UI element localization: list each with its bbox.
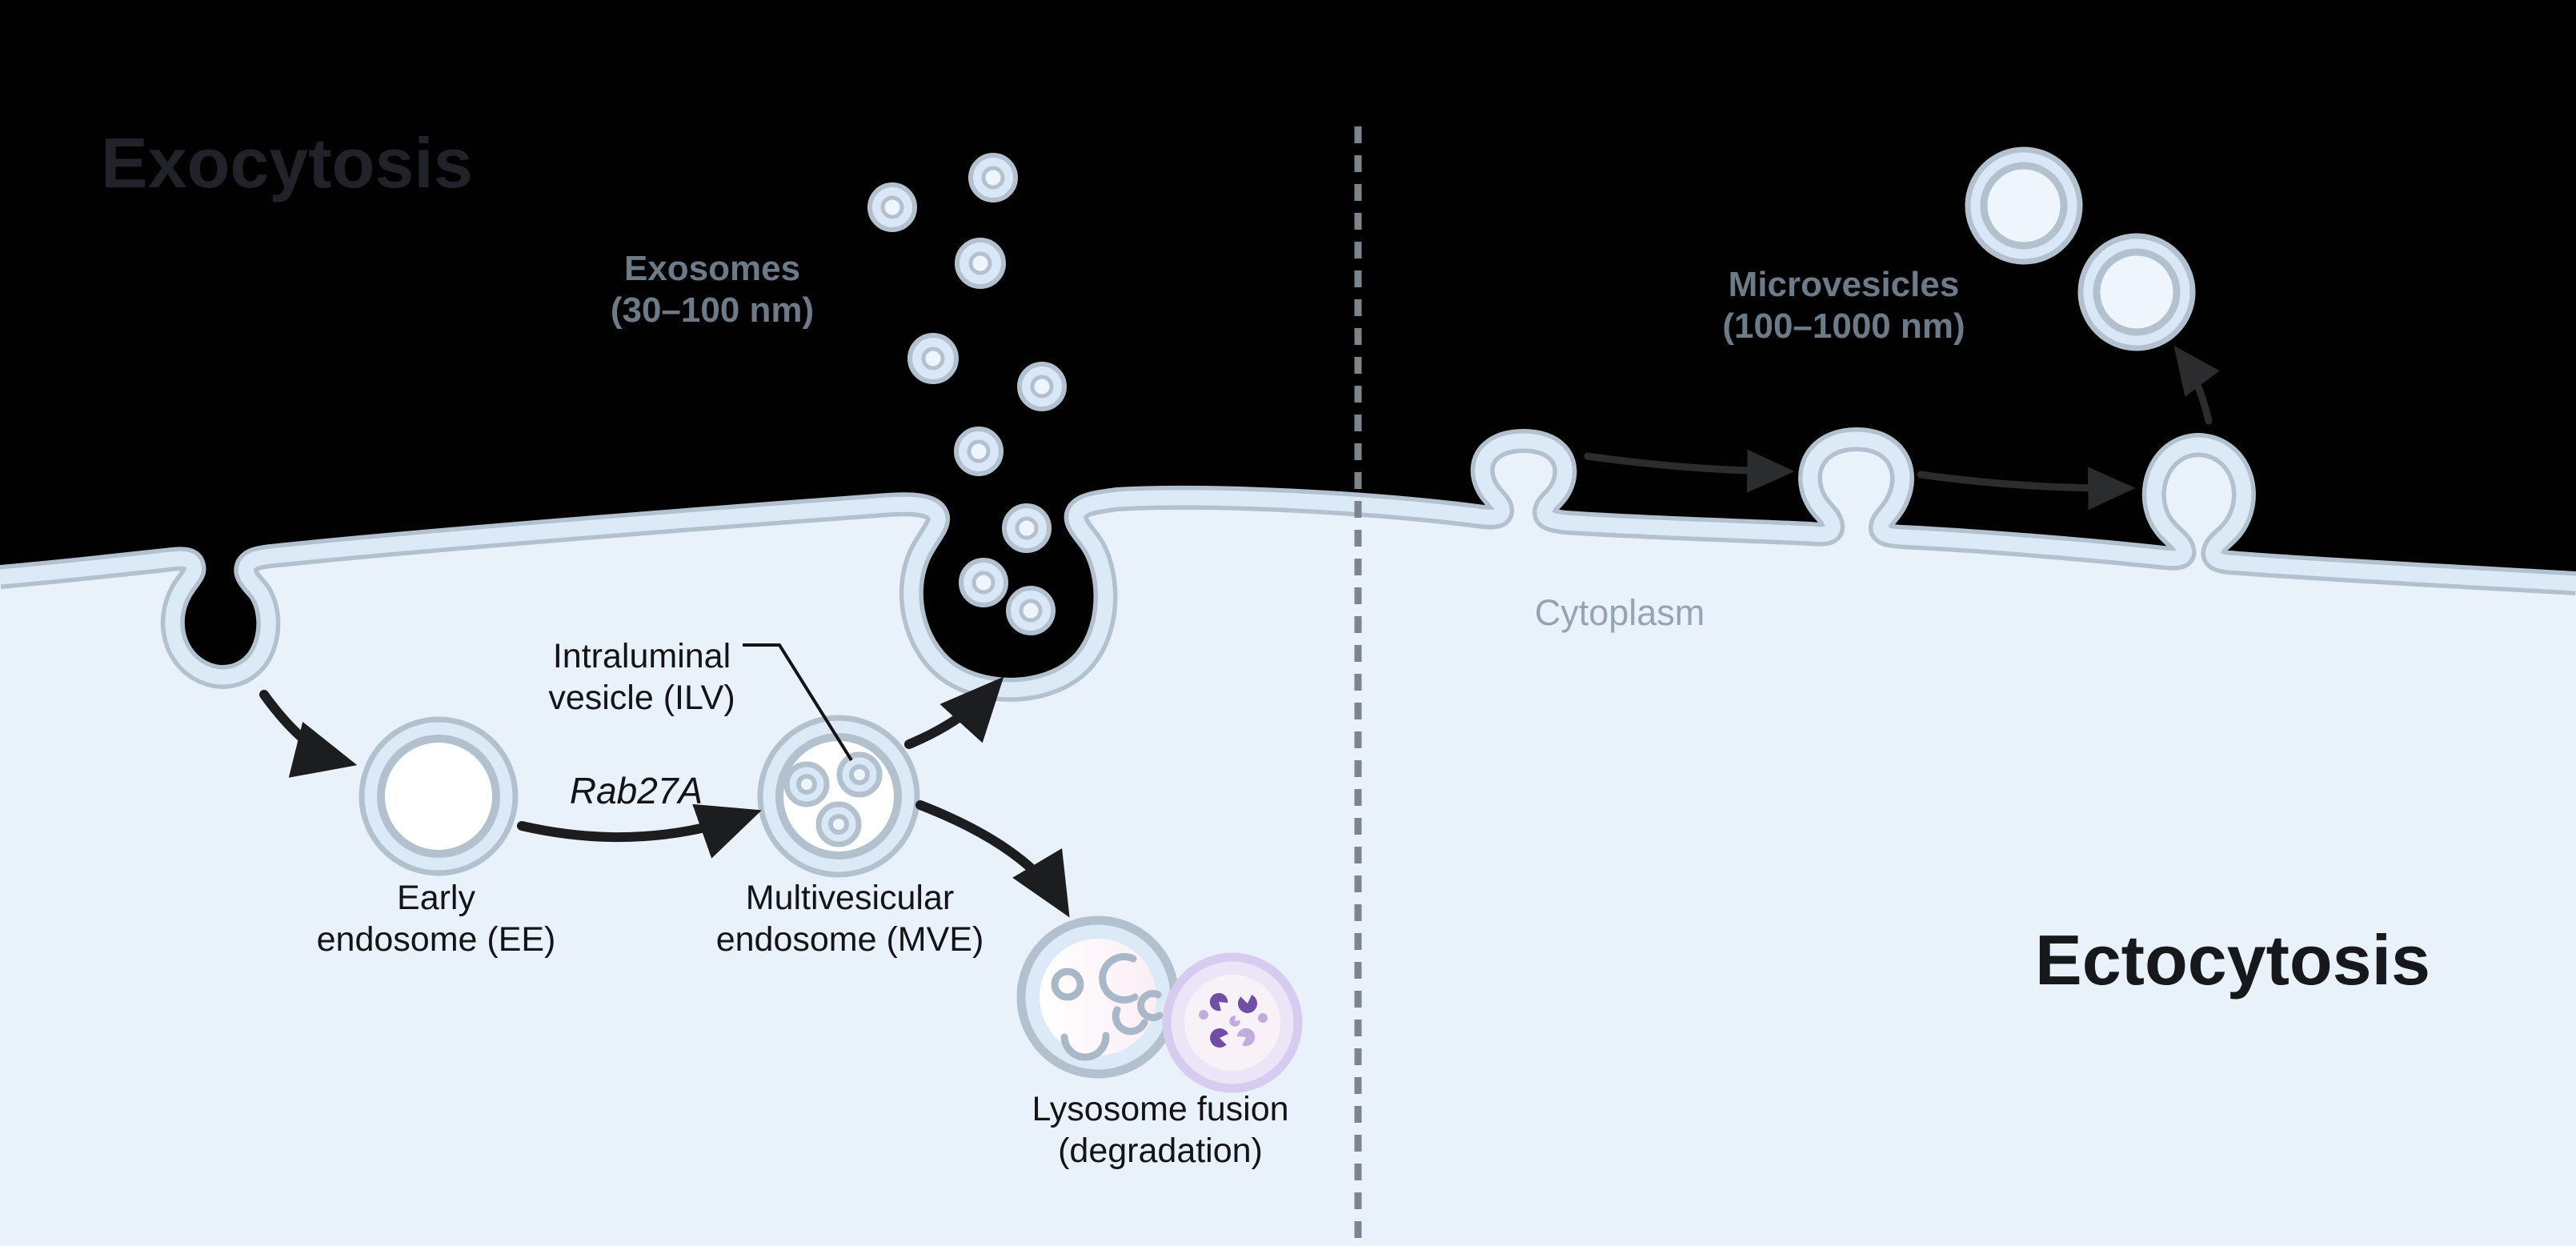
arrow-rab27a-ee-to-mve bbox=[517, 803, 762, 859]
leader-line-ilv bbox=[743, 643, 853, 762]
arrow-endocytosis-to-ee bbox=[259, 690, 358, 778]
microvesicles-label: Microvesicles (100–1000 nm) bbox=[1722, 265, 1965, 346]
arrow-mve-to-lysosome bbox=[915, 800, 1070, 918]
exosome bbox=[959, 558, 1008, 607]
arrow-bud-progression-2 bbox=[1917, 467, 2136, 511]
exosome bbox=[955, 238, 1006, 289]
microvesicle bbox=[2077, 233, 2196, 351]
rab27a-label: Rab27A bbox=[569, 770, 703, 811]
cytoplasm-region bbox=[0, 439, 2576, 1246]
exosome bbox=[907, 333, 959, 384]
early-endosome bbox=[359, 716, 519, 876]
ilv-label: Intraluminal vesicle (ILV) bbox=[548, 637, 735, 717]
intraluminal-vesicle bbox=[815, 801, 862, 847]
cytoplasm-label: Cytoplasm bbox=[1534, 592, 1705, 633]
ectocytosis-title: Ectocytosis bbox=[2035, 920, 2430, 1000]
exosome bbox=[1017, 362, 1067, 411]
exosome bbox=[867, 182, 917, 232]
intraluminal-vesicle bbox=[836, 751, 883, 798]
exosome bbox=[954, 427, 1004, 476]
intraluminal-vesicle bbox=[783, 761, 830, 807]
cell-membrane bbox=[0, 427, 2576, 702]
exosomes-label: Exosomes (30–100 nm) bbox=[610, 249, 815, 330]
exosome bbox=[1002, 503, 1052, 553]
mve-label: Multivesicular endosome (MVE) bbox=[715, 879, 984, 959]
lysosome-label: Lysosome fusion (degradation) bbox=[1032, 1090, 1289, 1170]
exosome bbox=[1006, 586, 1056, 635]
exocytosis-title: Exocytosis bbox=[101, 123, 473, 202]
microvesicle bbox=[1965, 146, 2083, 265]
multivesicular-endosome bbox=[757, 715, 920, 878]
lysosome bbox=[1016, 915, 1303, 1093]
arrow-mve-to-membrane bbox=[904, 676, 1004, 749]
exosome bbox=[968, 153, 1018, 202]
lysosomal-enzymes bbox=[1199, 992, 1268, 1048]
degraded-material-squiggles bbox=[1051, 953, 1164, 1061]
arrow-bud-progression-1 bbox=[1584, 449, 1795, 493]
arrow-microvesicle-release bbox=[2173, 345, 2220, 425]
exosome-cluster bbox=[867, 153, 1067, 635]
early-endosome-label: Early endosome (EE) bbox=[316, 879, 556, 959]
